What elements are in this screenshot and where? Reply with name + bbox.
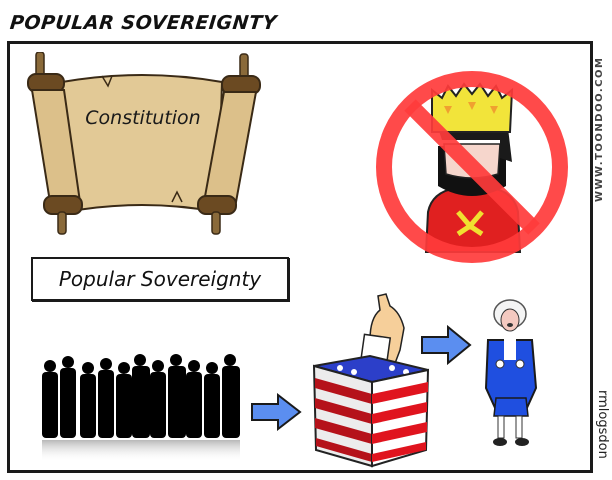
ballot-box-icon [312, 293, 430, 468]
founding-father [476, 298, 546, 450]
comic-title: POPULAR SOVEREIGNTY [8, 12, 278, 34]
founding-father-icon [484, 299, 538, 446]
site-credit: WWW.TOONDOO.COM [594, 56, 605, 202]
no-king-symbol [372, 62, 572, 272]
author-credit: rmlogsdon [595, 389, 610, 459]
scroll-icon [27, 51, 261, 235]
ballot-box [308, 292, 432, 468]
no-king-icon [376, 71, 568, 263]
crowd-silhouette-icon [42, 354, 240, 462]
arrow-right-icon [421, 324, 472, 366]
constitution-scroll: Constitution [22, 51, 262, 236]
arrow-right-icon [251, 392, 302, 432]
crowd-silhouette [36, 352, 246, 462]
arrow-crowd-to-ballot [250, 392, 302, 432]
arrow-ballot-to-founder [420, 324, 472, 366]
scroll-label: Constitution [85, 107, 201, 129]
caption-box: Popular Sovereignty [31, 257, 289, 301]
